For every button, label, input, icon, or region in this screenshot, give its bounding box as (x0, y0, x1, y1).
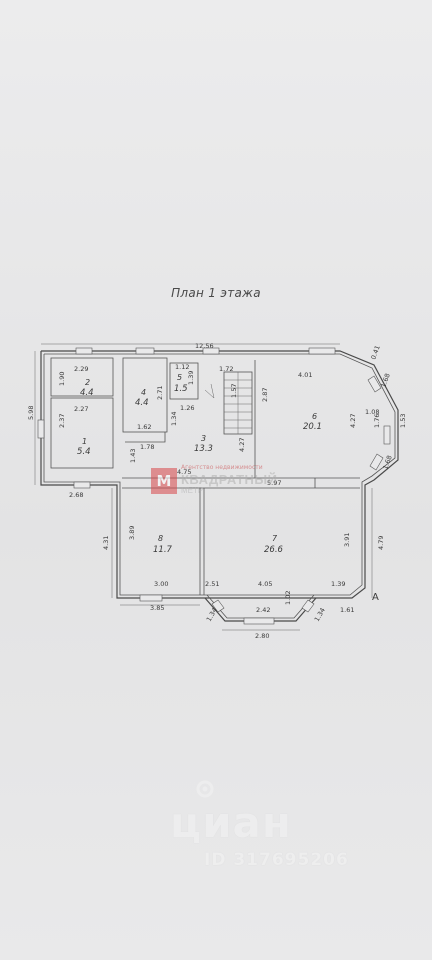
room-1-area: 5.4 (77, 447, 91, 457)
room-6-area: 20.1 (303, 422, 322, 432)
room-4-area: 4.4 (135, 398, 149, 408)
dim-bay-c: 1.08 (365, 408, 379, 416)
dim-r1-width: 2.27 (74, 405, 88, 413)
dim-r6-width: 4.01 (298, 371, 312, 379)
dim-r7-inner: 2.51 (205, 580, 219, 588)
room-8-area: 11.7 (153, 545, 173, 555)
dim-bay7-c: 1.02 (284, 591, 292, 605)
agency-logo-icon: М (151, 468, 177, 494)
cian-watermark: циан ID 317695206 (160, 780, 400, 880)
dim-r8-bottom: 3.00 (154, 580, 168, 588)
dim-stair-side: 4.27 (238, 438, 246, 452)
room-5-area: 1.5 (174, 384, 188, 394)
dim-r6-left: 2.87 (261, 388, 269, 402)
dim-r2-width: 2.29 (74, 365, 88, 373)
dim-bay-f: 1.68 (381, 454, 393, 470)
room-2-number: 2 (85, 378, 90, 387)
agency-name: КВАДРАТНЫЙ (181, 472, 278, 487)
dim-r1-bottom: 2.68 (69, 491, 83, 499)
dim-corr-c: 1.43 (129, 449, 137, 463)
dim-r1-height: 2.37 (58, 414, 66, 428)
dim-corr-d: 4.75 (177, 468, 191, 476)
dim-r6-right: 4.27 (349, 414, 357, 428)
dim-stair-top: 1.72 (219, 365, 233, 373)
listing-id: ID 317695206 (204, 850, 349, 870)
dim-bay-a: 0.41 (369, 344, 381, 360)
dim-left-side: 5.98 (27, 406, 35, 420)
room-8-number: 8 (158, 534, 163, 543)
room-1-number: 1 (82, 437, 87, 446)
dim-r7-left: 3.91 (343, 533, 351, 547)
dim-r5-bottom: 1.26 (180, 404, 194, 412)
dim-r4-height: 2.71 (156, 386, 164, 400)
dim-corr-a: 1.34 (170, 412, 178, 426)
room-3-number: 3 (201, 434, 206, 443)
dim-r5-width: 1.12 (175, 363, 189, 371)
dim-r7-side: 1.39 (331, 580, 345, 588)
agency-name-second: МЕТР (181, 486, 204, 495)
staircase (204, 371, 253, 435)
room-5-number: 5 (177, 373, 182, 382)
dim-r7-right: 4.79 (377, 536, 385, 550)
dim-corr-b: 1.78 (140, 443, 154, 451)
dim-bay-d: 1.76 (373, 414, 381, 428)
dim-bay7-d: 1.34 (313, 606, 327, 623)
dim-r5-height: 1.39 (187, 371, 195, 385)
dim-bay7-w: 2.80 (255, 632, 269, 640)
room-7-area: 26.6 (264, 545, 284, 555)
dim-overall-width: 12.56 (195, 342, 214, 350)
room-2-area: 4.4 (80, 388, 94, 398)
dim-bay7-b: 2.42 (256, 606, 270, 614)
dim-bay7-e: 1.61 (340, 606, 354, 614)
dim-r7-top: 5.97 (267, 479, 281, 487)
location-pin-icon (196, 780, 214, 798)
agency-watermark: М Агентство недвижимости КВАДРАТНЫЙ МЕТР (151, 458, 291, 498)
room-3-area: 13.3 (194, 444, 213, 454)
plan-title: План 1 этажа (171, 286, 261, 300)
dim-r8-height: 3.89 (128, 526, 136, 540)
room-6-number: 6 (312, 412, 317, 421)
agency-tagline: Агентство недвижимости (181, 464, 263, 471)
dim-left-lower: 4.31 (102, 536, 110, 550)
dimension-lines (34, 343, 373, 631)
corner-label: A (372, 592, 379, 603)
room-4-number: 4 (141, 388, 146, 397)
dim-bay-b: 1.68 (379, 372, 391, 388)
dim-r4-bottom: 1.62 (137, 423, 151, 431)
windows (37, 347, 391, 625)
dim-r2-height: 1.90 (58, 372, 66, 386)
dim-r8-outer: 3.85 (150, 604, 164, 612)
room-7-number: 7 (272, 534, 278, 543)
dim-stair-w: 1.57 (230, 384, 238, 398)
cian-brand: циан (170, 798, 292, 847)
dim-r7-bottom: 4.05 (258, 580, 272, 588)
dim-bay-e: 1.53 (399, 414, 407, 428)
